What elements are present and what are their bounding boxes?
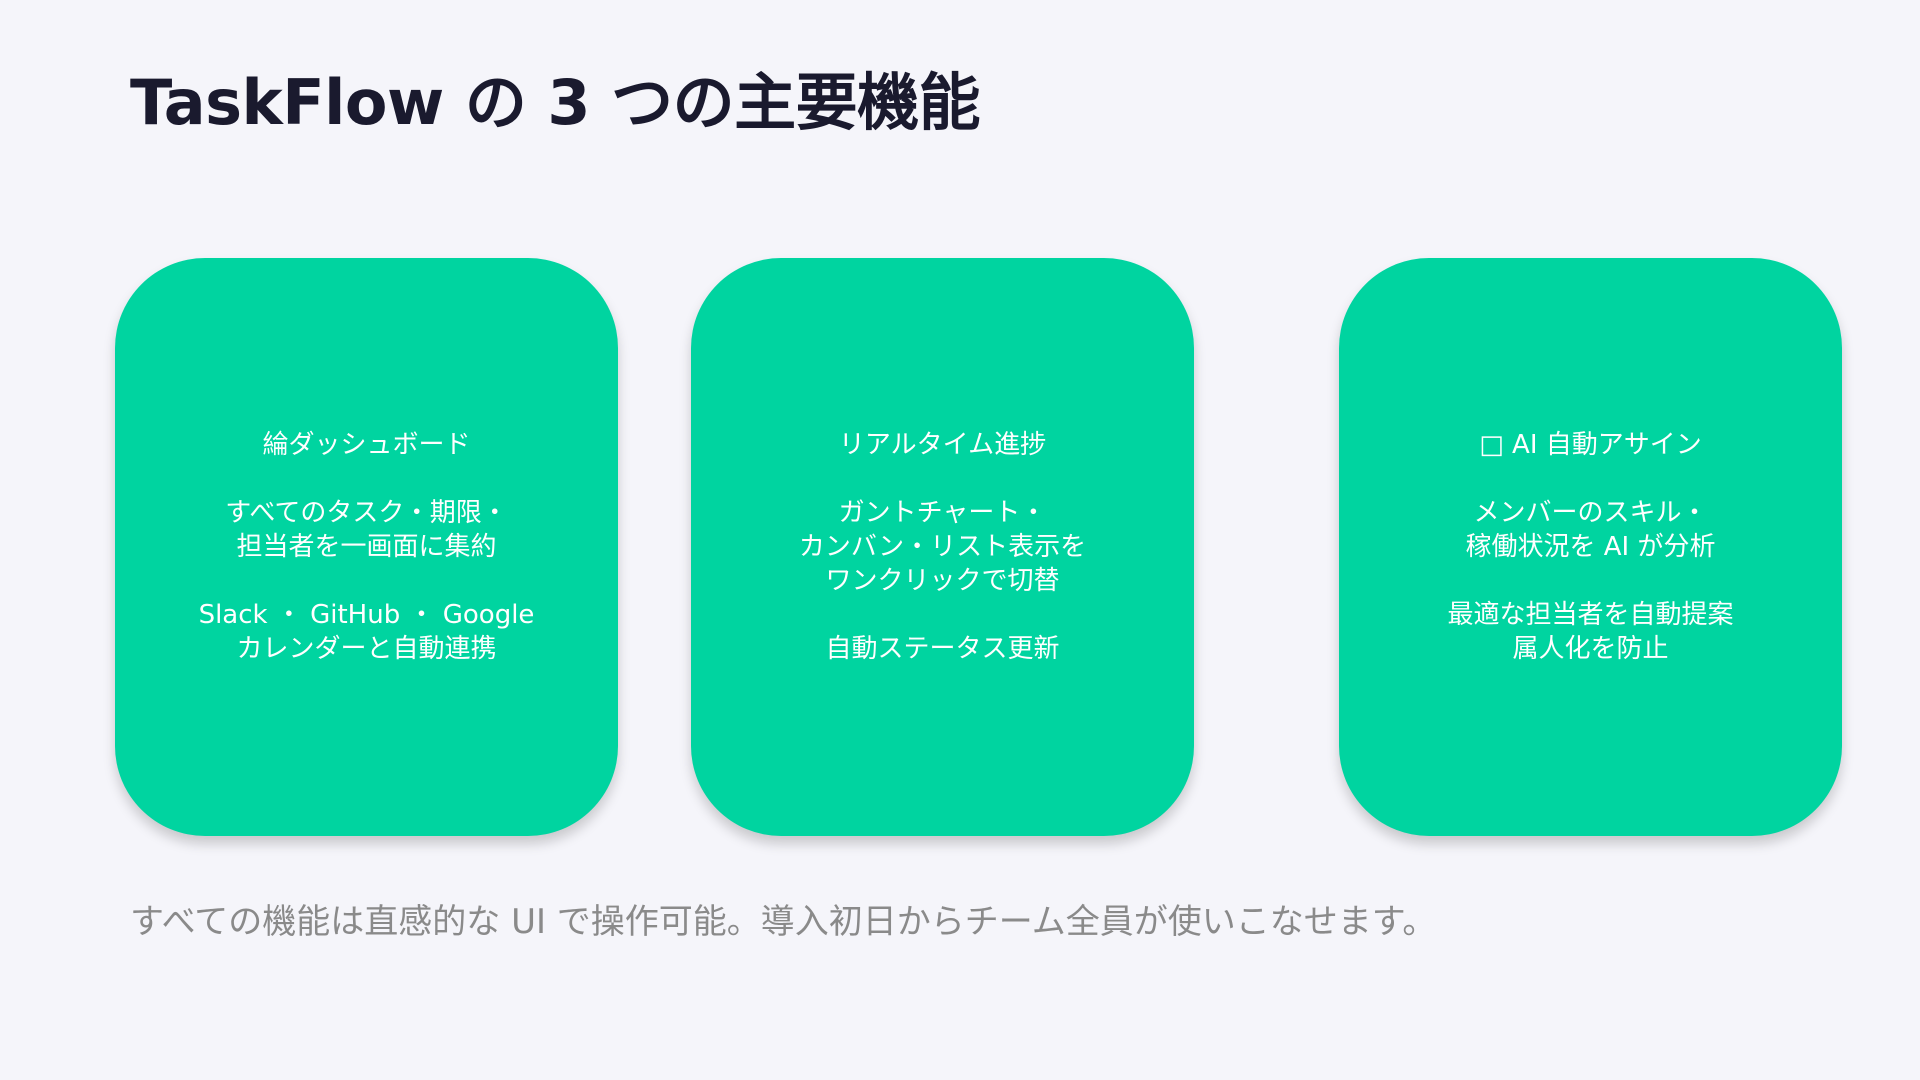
card-benefit: 最適な担当者を自動提案 属人化を防止 [1447,598,1733,666]
card-text-line: すべてのタスク・期限・ [225,498,508,528]
page-title: TaskFlow の 3 つの主要機能 [130,66,981,139]
card-text-line: 稼働状況を AI が分析 [1465,532,1716,562]
card-description: ガントチャート・ カンバン・リスト表示を ワンクリックで切替 [799,496,1086,598]
card-text-line: 属人化を防止 [1512,634,1669,664]
card-text-line: ガントチャート・ [838,498,1047,528]
card-text-line: ワンクリックで切替 [825,566,1060,596]
card-text-line: Slack ・ GitHub ・ Google [198,600,535,630]
card-title: リアルタイム進捗 [839,428,1046,462]
ai-icon: □ [1479,430,1504,460]
feature-card-realtime-progress: リアルタイム進捗 ガントチャート・ カンバン・リスト表示を ワンクリックで切替 … [691,258,1194,836]
card-description: メンバーのスキル・ 稼働状況を AI が分析 [1466,496,1716,564]
footer-note: すべての機能は直感的な UI で操作可能。導入初日からチーム全員が使いこなせます… [130,902,1437,942]
card-description: すべてのタスク・期限・ 担当者を一画面に集約 [225,496,508,564]
card-text-line: 自動ステータス更新 [825,634,1060,664]
card-text-line: 最適な担当者を自動提案 [1447,600,1734,630]
feature-card-dashboard: 綸ダッシュボード すべてのタスク・期限・ 担当者を一画面に集約 Slack ・ … [115,258,618,836]
card-title-label: AI 自動アサイン [1503,430,1702,460]
card-title-label: ダッシュボード [288,430,471,460]
card-title: □ AI 自動アサイン [1479,428,1702,462]
card-text-line: カンバン・リスト表示を [798,532,1087,562]
chart-icon: 綸 [262,430,289,460]
card-text-line: 担当者を一画面に集約 [236,532,497,562]
card-title-label: リアルタイム進捗 [838,430,1047,460]
card-title: 綸ダッシュボード [262,428,470,462]
card-status-update: 自動ステータス更新 [825,632,1059,666]
card-text-line: メンバーのスキル・ [1473,498,1708,528]
card-text-line: カレンダーと自動連携 [236,634,497,664]
card-integrations: Slack ・ GitHub ・ Google カレンダーと自動連携 [199,598,535,666]
feature-card-ai-assign: □ AI 自動アサイン メンバーのスキル・ 稼働状況を AI が分析 最適な担当… [1339,258,1842,836]
